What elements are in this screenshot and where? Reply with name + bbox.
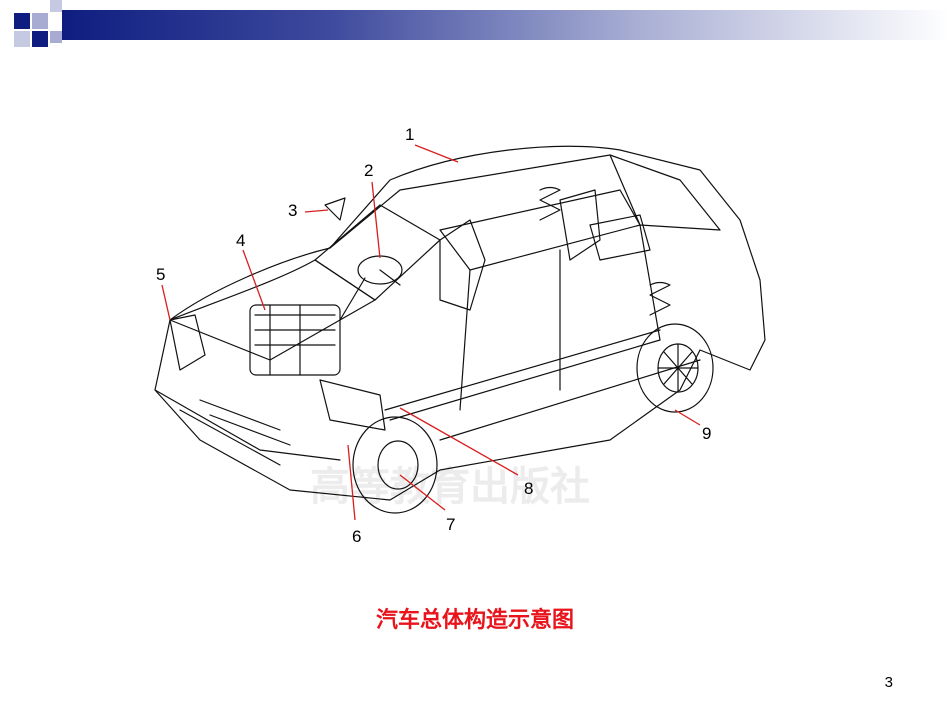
page-number: 3 — [884, 674, 893, 691]
roof-line — [329, 154, 611, 249]
rear-spring-2 — [649, 281, 671, 316]
rear-spring — [539, 186, 561, 221]
callout-label-9: 9 — [702, 424, 711, 443]
callout-label-7: 7 — [446, 515, 455, 534]
watermark-text: 高等教育出版社 — [310, 464, 590, 510]
deco-square — [14, 31, 30, 47]
callout-label-2: 2 — [364, 161, 373, 180]
transmission — [319, 379, 386, 431]
deco-square — [50, 0, 62, 12]
windshield — [314, 204, 441, 301]
engine-block — [249, 304, 341, 376]
callout-label-8: 8 — [524, 479, 533, 498]
front-wheel — [352, 416, 438, 514]
leader-line-1 — [414, 144, 459, 163]
leader-line-2 — [371, 181, 381, 259]
leader-line-4 — [242, 249, 266, 311]
callout-label-5: 5 — [156, 265, 165, 284]
drive-shaft — [384, 329, 661, 421]
front-seat — [439, 219, 486, 311]
front-bumper — [154, 389, 341, 466]
hood — [169, 259, 376, 361]
car-structure-diagram: 高等教育出版社 — [154, 125, 766, 546]
leader-line-8 — [399, 407, 519, 476]
exhaust-pipe — [439, 359, 701, 441]
callout-label-3: 3 — [288, 201, 297, 220]
door-line — [459, 224, 661, 411]
fuel-tank — [589, 214, 651, 261]
figure-caption: 汽车总体构造示意图 — [375, 608, 574, 633]
headlamp — [169, 314, 206, 371]
leader-line-9 — [674, 409, 701, 426]
leader-line-5 — [161, 284, 171, 321]
leader-line-3 — [304, 209, 329, 213]
rear-seat — [559, 189, 601, 261]
callout-label-6: 6 — [352, 527, 361, 546]
side-mirror — [324, 197, 346, 221]
deco-square — [32, 31, 48, 47]
callout-label-4: 4 — [236, 231, 245, 250]
header-gradient-band — [62, 10, 950, 40]
callout-label-1: 1 — [405, 125, 414, 144]
slide-header-decoration — [0, 0, 950, 60]
rear-window — [609, 154, 721, 231]
car-body-outline — [154, 145, 766, 501]
deco-square — [50, 31, 62, 43]
deco-square — [32, 13, 48, 29]
leader-line-6 — [347, 444, 356, 521]
rear-wheel — [636, 323, 714, 413]
leader-line-7 — [399, 474, 446, 511]
deco-square — [14, 13, 30, 29]
